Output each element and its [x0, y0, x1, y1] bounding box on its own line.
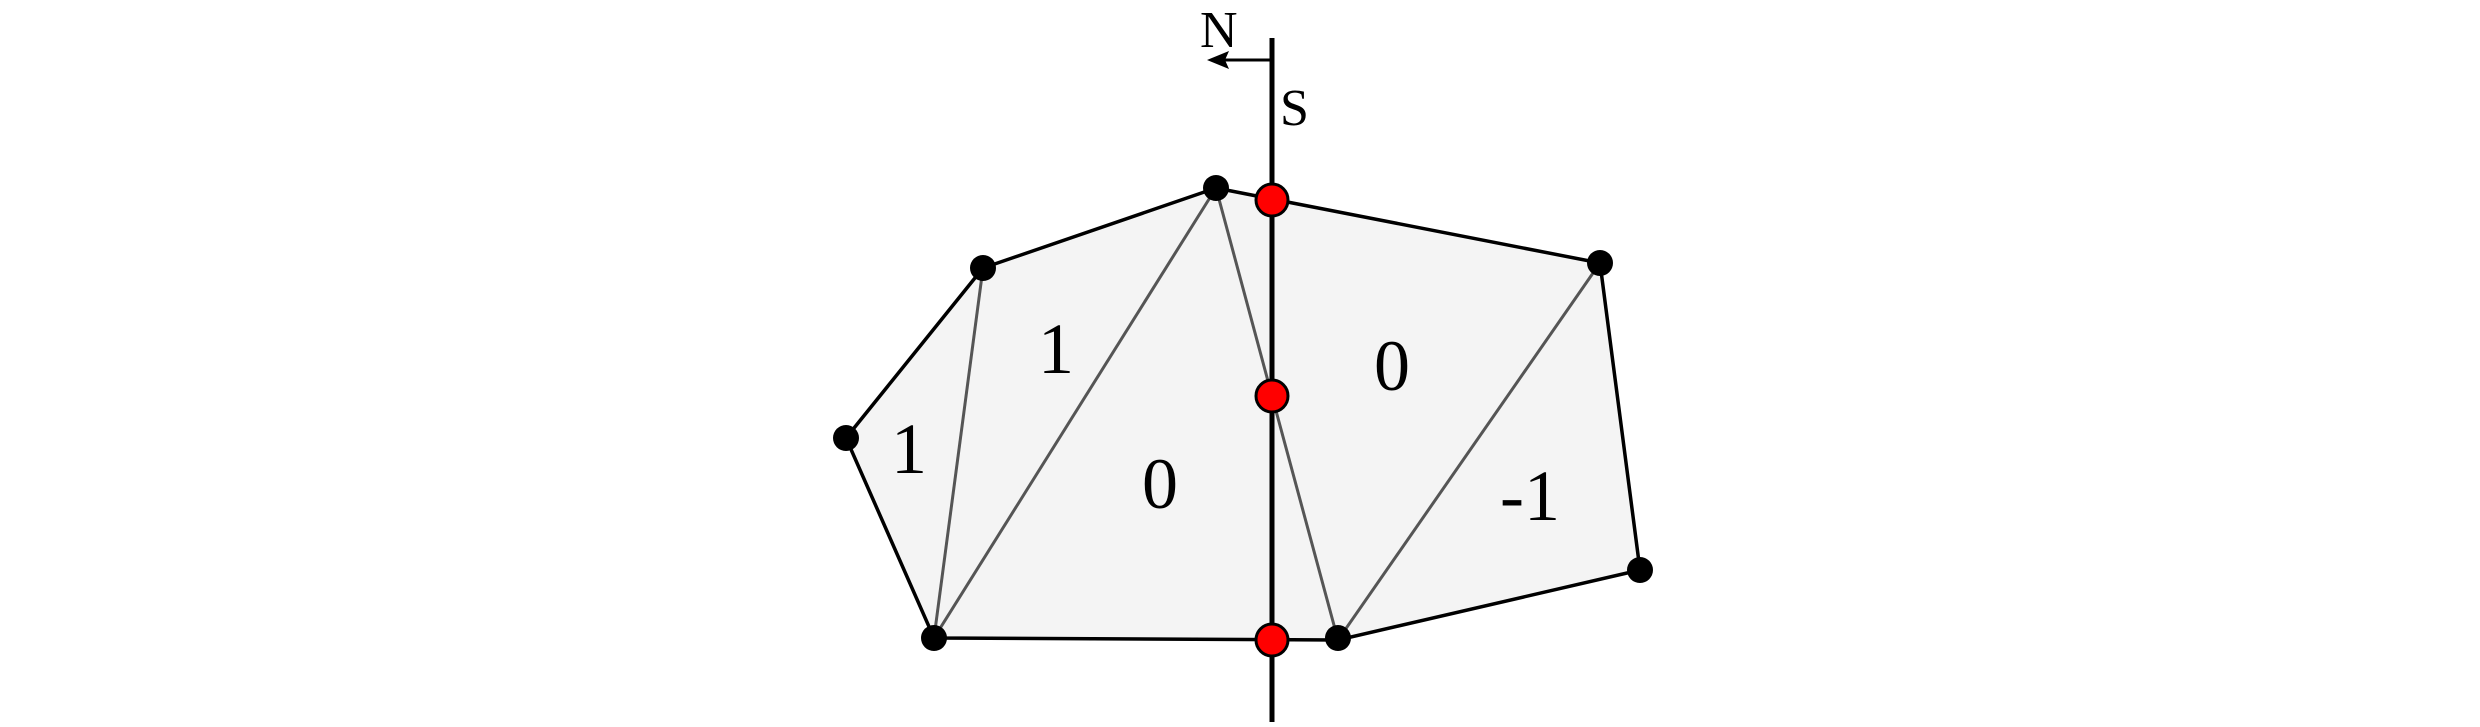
north-arrow-head: [1207, 51, 1229, 69]
region-label: 0: [1142, 444, 1178, 524]
polygon-fill: [846, 188, 1640, 640]
vertex: [1627, 557, 1653, 583]
vertex: [1203, 175, 1229, 201]
intersection-point: [1254, 622, 1290, 658]
internal-edge: [932, 187, 1218, 639]
vertex: [1587, 250, 1613, 276]
internal-edge: [932, 267, 985, 639]
intersection-point: [1254, 378, 1290, 414]
internal-edges: [932, 187, 1602, 641]
internal-edge: [1336, 262, 1602, 641]
internal-edge: [1270, 395, 1340, 641]
internal-edge: [1214, 187, 1274, 397]
vertex: [921, 625, 947, 651]
region-label: 1: [891, 409, 927, 489]
region-label: 1: [1038, 309, 1074, 389]
intersection-point: [1254, 182, 1290, 218]
north-label: N: [1200, 2, 1238, 59]
vertex: [1325, 625, 1351, 651]
vertex: [970, 255, 996, 281]
intersection-points: [1254, 182, 1290, 658]
region-label: -1: [1500, 456, 1560, 536]
vertices: [833, 175, 1653, 651]
region-label: 0: [1374, 326, 1410, 406]
south-label: S: [1280, 80, 1309, 137]
vertex: [833, 425, 859, 451]
